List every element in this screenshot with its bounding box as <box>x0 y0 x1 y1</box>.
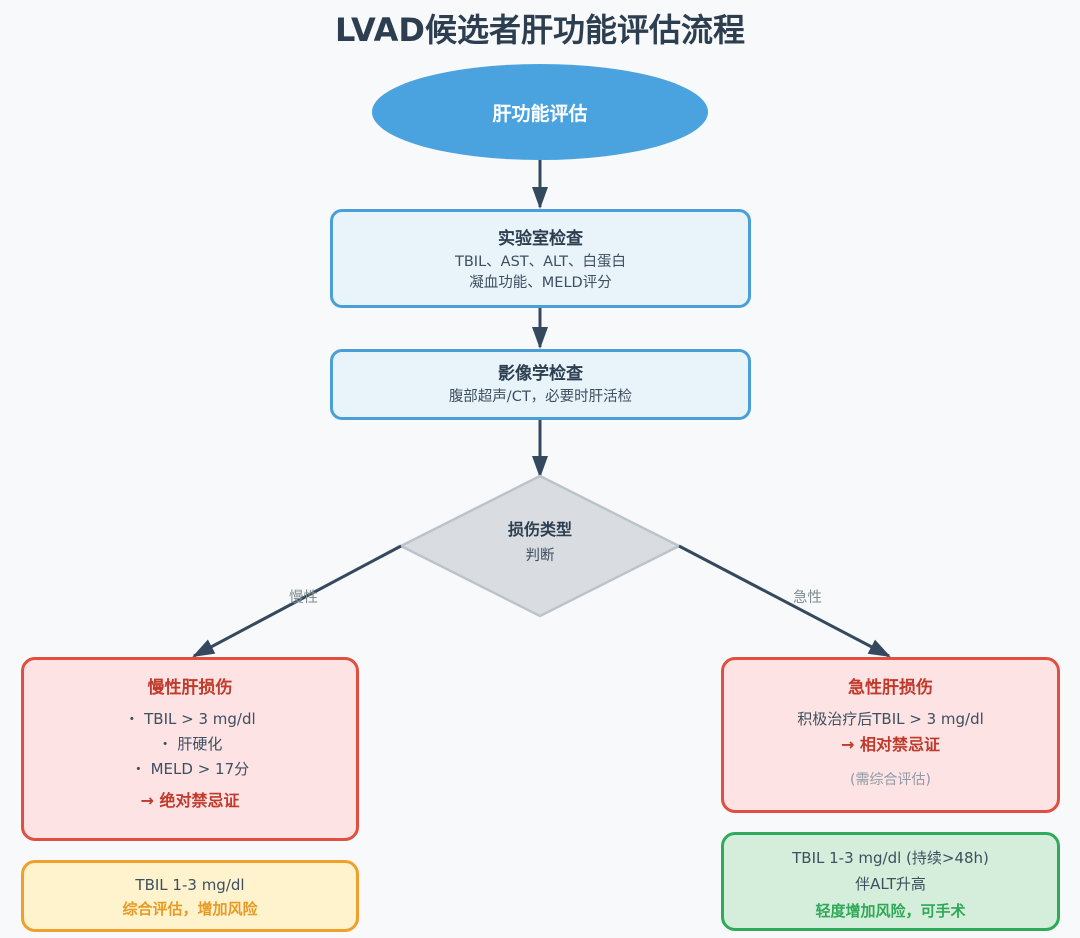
imaging-node: 影像学检查 腹部超声/CT，必要时肝活检 <box>330 349 751 420</box>
start-node: 肝功能评估 <box>372 64 708 160</box>
chronic-injury-node: 慢性肝损伤 ・ TBIL > 3 mg/dl ・ 肝硬化 ・ MELD > 17… <box>21 657 359 841</box>
edge-decision-to-chronic <box>192 544 402 658</box>
acute-note: (需综合评估) <box>850 772 931 788</box>
acute-conclusion: → 相对禁忌证 <box>841 735 940 754</box>
chronic-mild-criterion: TBIL 1-3 mg/dl <box>135 876 245 894</box>
chronic-mild-conclusion: 综合评估，增加风险 <box>122 900 258 918</box>
diagram-title: LVAD候选者肝功能评估流程 <box>335 11 745 49</box>
decision-diamond <box>398 474 682 618</box>
decision-subtitle: 判断 <box>525 548 555 564</box>
acute-criterion: 积极治疗后TBIL > 3 mg/dl <box>797 710 984 728</box>
acute-title: 急性肝损伤 <box>848 678 933 698</box>
acute-mild-conclusion: 轻度增加风险，可手术 <box>815 902 966 920</box>
lab-tests-line: 凝血功能、MELD评分 <box>469 275 612 291</box>
imaging-line: 腹部超声/CT，必要时肝活检 <box>448 389 633 405</box>
start-label: 肝功能评估 <box>492 102 588 125</box>
chronic-criterion: ・ 肝硬化 <box>157 735 223 753</box>
lab-tests-title: 实验室检查 <box>498 229 583 249</box>
decision-title: 损伤类型 <box>507 520 572 539</box>
edge-decision-to-acute <box>678 544 891 658</box>
acute-mild-criterion: 伴ALT升高 <box>855 875 926 893</box>
chronic-conclusion: → 绝对禁忌证 <box>140 791 240 810</box>
lab-tests-node: 实验室检查 TBIL、AST、ALT、白蛋白 凝血功能、MELD评分 <box>330 209 751 308</box>
chronic-criterion: ・ MELD > 17分 <box>130 760 250 778</box>
chronic-title: 慢性肝损伤 <box>147 678 233 698</box>
lab-tests-line: TBIL、AST、ALT、白蛋白 <box>455 254 626 270</box>
acute-injury-node: 急性肝损伤 积极治疗后TBIL > 3 mg/dl → 相对禁忌证 (需综合评估… <box>721 657 1060 813</box>
edge-label-acute: 急性 <box>793 590 822 606</box>
imaging-title: 影像学检查 <box>498 364 583 384</box>
chronic-mild-node: TBIL 1-3 mg/dl 综合评估，增加风险 <box>21 860 359 932</box>
chronic-criterion: ・ TBIL > 3 mg/dl <box>124 710 256 728</box>
acute-mild-criterion: TBIL 1-3 mg/dl (持续>48h) <box>792 849 989 867</box>
acute-mild-node: TBIL 1-3 mg/dl (持续>48h) 伴ALT升高 轻度增加风险，可手… <box>721 832 1060 931</box>
edge-label-chronic: 慢性 <box>289 590 318 606</box>
decision-node: 损伤类型 判断 <box>440 517 640 569</box>
